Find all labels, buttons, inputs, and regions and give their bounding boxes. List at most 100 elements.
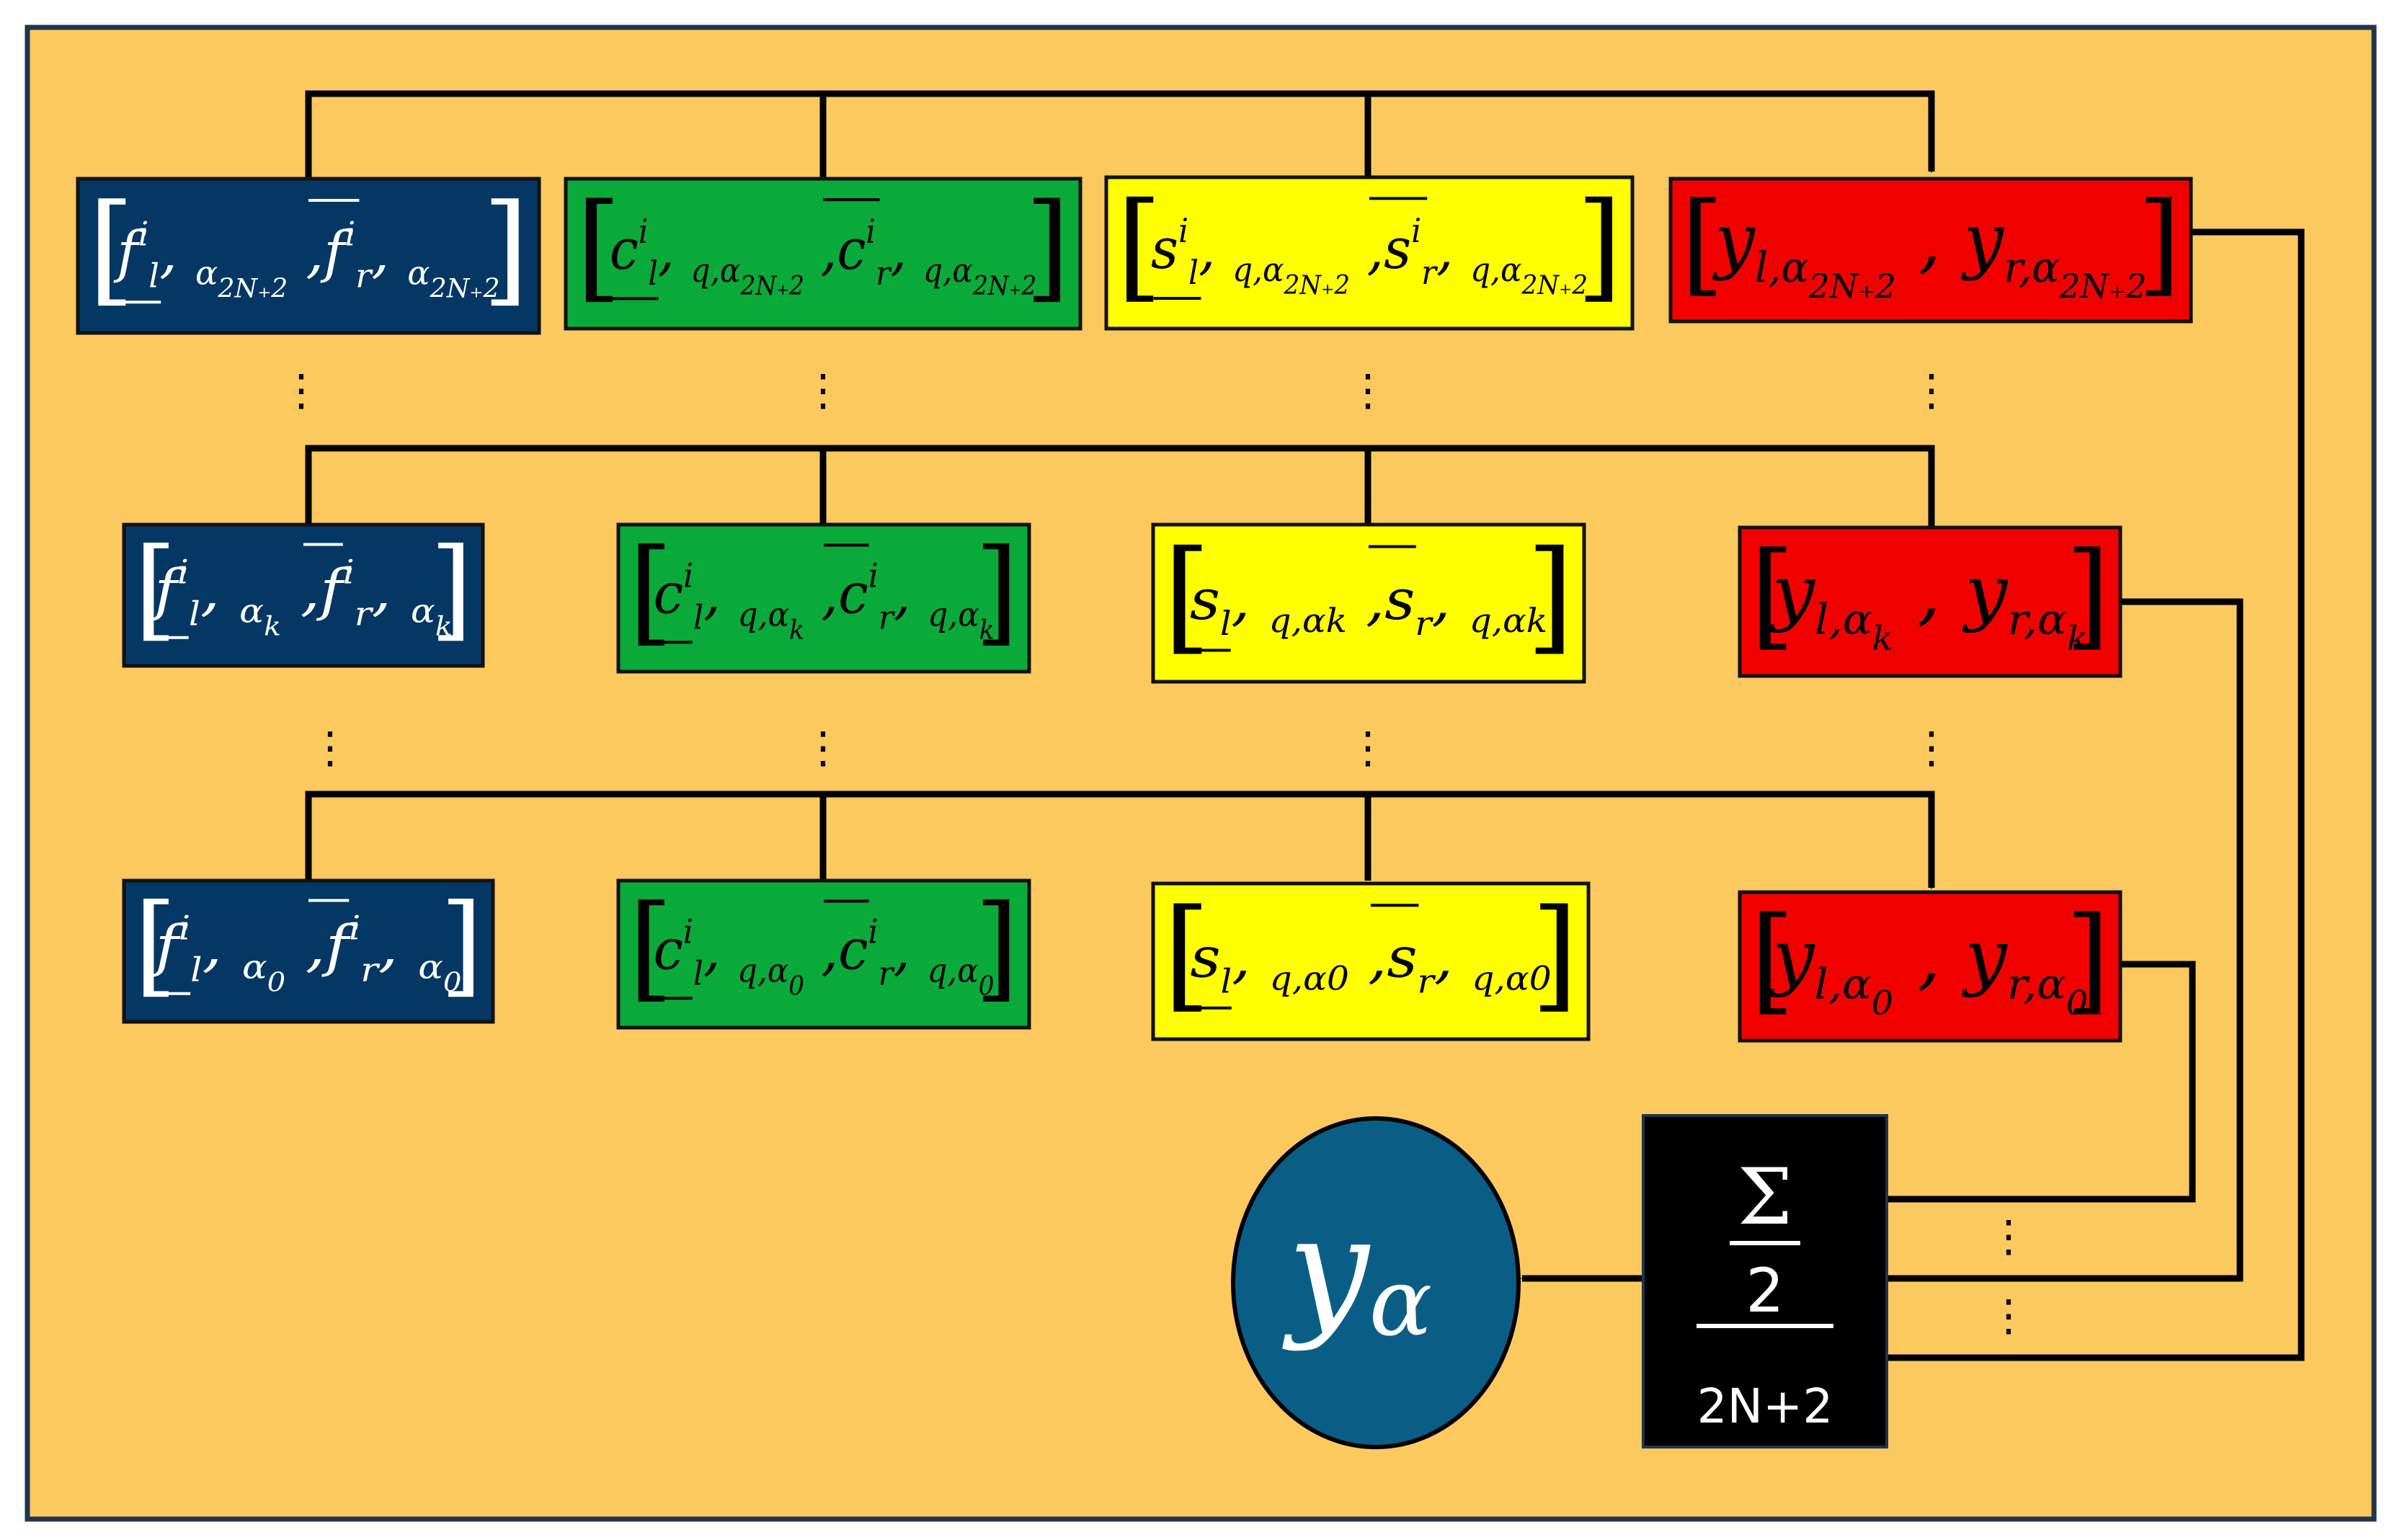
- formula-sub-left: l: [148, 256, 159, 295]
- formula-sup: i: [866, 212, 876, 251]
- formula-sup: i: [1178, 211, 1188, 250]
- left-bracket: [: [628, 880, 673, 1014]
- formula-sub-left: l: [1220, 604, 1231, 643]
- formula-separator: ,: [281, 558, 320, 623]
- formula-subsub: 0: [443, 969, 462, 998]
- formula-text: sl, q,αk ,sr, q,αk: [1190, 568, 1547, 643]
- formula-separator: ,: [703, 561, 737, 626]
- ellipsis: ⋮: [1346, 365, 1390, 416]
- formula-text: yl,α2N₊2 , yr,α2N₊2: [1712, 197, 2146, 306]
- formula-sup: i: [639, 212, 649, 251]
- formula-q: q,α: [928, 595, 979, 633]
- formula-base: c: [653, 561, 683, 626]
- formula-subsub: 2N₊2: [740, 272, 804, 301]
- ellipsis: ⋮: [1910, 723, 1953, 773]
- sum-block: Σ 2 2N+2: [1642, 1114, 1888, 1448]
- formula-box-blue-2N2: []fil, α2N₊2 ,fir, α2N₊2: [76, 177, 541, 335]
- formula-box-red-2N2: []yl,α2N₊2 , yr,α2N₊2: [1668, 177, 2193, 324]
- formula-box-blue-k: []fil, αk ,fir, αk: [122, 522, 485, 668]
- wire-red-k-to-sum: [1887, 598, 2244, 1282]
- right-bracket: ]: [1526, 525, 1574, 667]
- formula-box-yellow-2N2: []sil, q,α2N₊2 ,sir, q,α2N₊2: [1104, 175, 1635, 331]
- output-symbol: y: [1282, 1185, 1371, 1353]
- output-node: yα: [1231, 1116, 1521, 1449]
- formula-sub-left: l: [1188, 253, 1199, 292]
- formula-sub-right: r: [879, 597, 896, 636]
- formula-box-red-k: []yl,αk , yr,αk: [1738, 525, 2122, 678]
- formula-base: s: [1384, 568, 1415, 633]
- formula-subsub: k: [435, 613, 453, 642]
- formula-text: cil, q,α0 ,cir, q,α0: [653, 912, 994, 1001]
- sum-denominator: 2N+2: [1697, 1379, 1833, 1434]
- formula-separator: ,: [804, 561, 838, 626]
- formula-separator: ,: [378, 914, 418, 979]
- formula-text: sl, q,α0 ,sr, q,α0: [1190, 926, 1551, 1001]
- formula-subsub: 0: [2066, 984, 2088, 1023]
- formula-separator: ,: [1199, 217, 1232, 282]
- box-background: [122, 522, 485, 668]
- formula-box-red-0: []yl,α0 , yr,α0: [1738, 890, 2122, 1043]
- box-background: [1738, 525, 2122, 678]
- formula-base: s: [1387, 926, 1417, 991]
- formula-alpha: α: [720, 251, 741, 290]
- formula-subsub: 2N₊2: [1521, 271, 1588, 301]
- formula-base: y: [1769, 550, 1816, 634]
- wire-red-0-to-sum: [1887, 961, 2196, 1203]
- formula-q: q,: [923, 251, 952, 290]
- formula-alpha: α: [1500, 250, 1522, 289]
- formula-text: yl,αk , yr,αk: [1769, 550, 2088, 658]
- formula-text: sil, q,α2N₊2 ,sir, q,α2N₊2: [1151, 211, 1588, 301]
- formula-subsub: k: [789, 615, 804, 645]
- formula-separator: ,: [1434, 926, 1472, 991]
- ellipsis: ⋮: [801, 365, 845, 416]
- formula-base: c: [838, 561, 868, 626]
- formula-separator: ,: [890, 218, 923, 282]
- formula-subsub: 0: [267, 969, 286, 998]
- formula-separator: ,: [804, 218, 837, 282]
- left-bracket: [: [1163, 884, 1211, 1025]
- formula-base: c: [838, 917, 868, 982]
- box-background: [1104, 175, 1635, 331]
- bus-row-0: [305, 791, 1935, 888]
- formula-sub-right: r,α: [2007, 960, 2066, 1009]
- formula-separator: ,: [203, 914, 242, 979]
- formula-separator: ,: [1347, 568, 1384, 633]
- box-background: [122, 878, 495, 1024]
- formula-box-yellow-0: []sl, q,α0 ,sr, q,α0: [1151, 881, 1591, 1041]
- formula-separator: ,: [371, 220, 407, 285]
- formula-box-green-k: []cil, q,αk ,cir, q,αk: [616, 522, 1031, 674]
- right-bracket: ]: [2138, 179, 2181, 308]
- formula-q: q,αk: [1269, 601, 1347, 640]
- formula-subsub: 0: [979, 971, 995, 1001]
- formula-subsub: k: [264, 613, 281, 642]
- formula-subsub: 0: [788, 971, 804, 1001]
- formula-base: y: [1961, 197, 2005, 282]
- formula-separator: ,: [658, 218, 691, 282]
- formula-subsub: k: [979, 615, 995, 645]
- formula-sub-right: r: [879, 953, 896, 992]
- formula-alpha: α: [418, 948, 443, 987]
- formula-sub-left: l: [190, 951, 202, 989]
- formula-sup: i: [349, 909, 360, 948]
- formula-text: cil, q,αk ,cir, q,αk: [653, 556, 994, 645]
- formula-alpha: α: [952, 251, 973, 290]
- sum-two: 2: [1746, 1255, 1784, 1326]
- formula-alpha: α: [239, 592, 264, 631]
- formula-q: q,αk: [1470, 601, 1547, 640]
- formula-q: q,: [1470, 250, 1500, 289]
- formula-box-yellow-k: []sl, q,αk ,sr, q,αk: [1151, 522, 1586, 684]
- formula-subsub: k: [2067, 619, 2088, 658]
- formula-base: s: [1190, 926, 1220, 991]
- formula-sub-left: l,α: [1755, 243, 1809, 292]
- formula-separator: ,: [1232, 926, 1269, 991]
- formula-sup: i: [177, 553, 189, 592]
- formula-sup: i: [343, 553, 355, 592]
- formula-sub-right: r: [1421, 253, 1439, 292]
- box-background: [616, 878, 1031, 1030]
- formula-sup: i: [344, 214, 355, 253]
- left-bracket: [: [1750, 891, 1795, 1026]
